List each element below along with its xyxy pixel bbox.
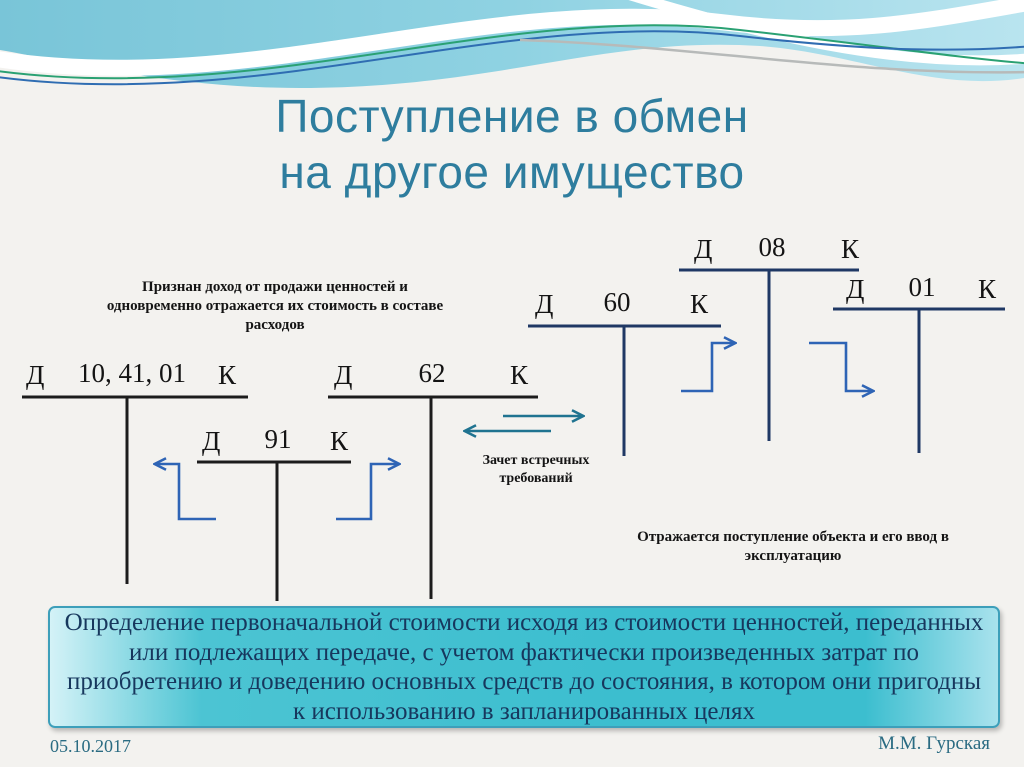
account-01-credit-label: К (978, 274, 997, 304)
wave-accent-line-blue (0, 30, 1024, 86)
slide-title: Поступление в обмен на другое имущество (0, 88, 1024, 200)
footer-date: 05.10.2017 (50, 736, 131, 756)
summary-box: Определение первоначальной стоимости исх… (48, 606, 1000, 728)
account-60-credit-label: К (690, 289, 709, 319)
slide-title-line1: Поступление в обмен (275, 90, 749, 142)
account-08-debit-label: Д (694, 234, 713, 264)
wave-white-swoosh (0, 0, 1024, 76)
account-08-credit-label: К (841, 234, 860, 264)
account-62-credit-label: К (510, 360, 529, 390)
account-01-code: 01 (908, 272, 936, 302)
header-wave-decoration (0, 0, 1024, 88)
slide-title-line2: на другое имущество (279, 146, 745, 198)
account-08-code: 08 (758, 232, 786, 262)
account-60-code: 60 (603, 287, 631, 317)
account-10-41-01-code: 10, 41, 01 (78, 358, 186, 388)
arrow-60-to-08 (681, 343, 734, 393)
wave-accent-line-green (0, 24, 1024, 80)
arrow-08-to-01 (809, 341, 872, 391)
account-10-41-01-credit-label: К (218, 360, 237, 390)
account-10-41-01-debit-label: Д (26, 360, 45, 390)
arrow-91-to-10-41-01 (156, 464, 216, 521)
summary-box-text: Определение первоначальной стоимости исх… (64, 609, 984, 725)
account-91-code: 91 (264, 424, 292, 454)
note-mutual-offset: Зачет встречных требований (482, 453, 590, 486)
account-91-debit-label: Д (202, 426, 221, 456)
account-91-credit-label: К (330, 426, 349, 456)
arrow-91-to-62 (336, 464, 398, 521)
note-income-recognition: Признан доход от продажи ценностей и одн… (106, 279, 444, 333)
footer-author: М.М. Гурская (878, 733, 990, 754)
account-62-debit-label: Д (334, 360, 353, 390)
account-62-code: 62 (418, 358, 446, 388)
wave-accent-line-gray (519, 38, 1024, 74)
account-60-debit-label: Д (535, 289, 554, 319)
note-object-receipt: Отражается поступление объекта и его вво… (637, 529, 949, 564)
account-01-debit-label: Д (846, 274, 865, 304)
